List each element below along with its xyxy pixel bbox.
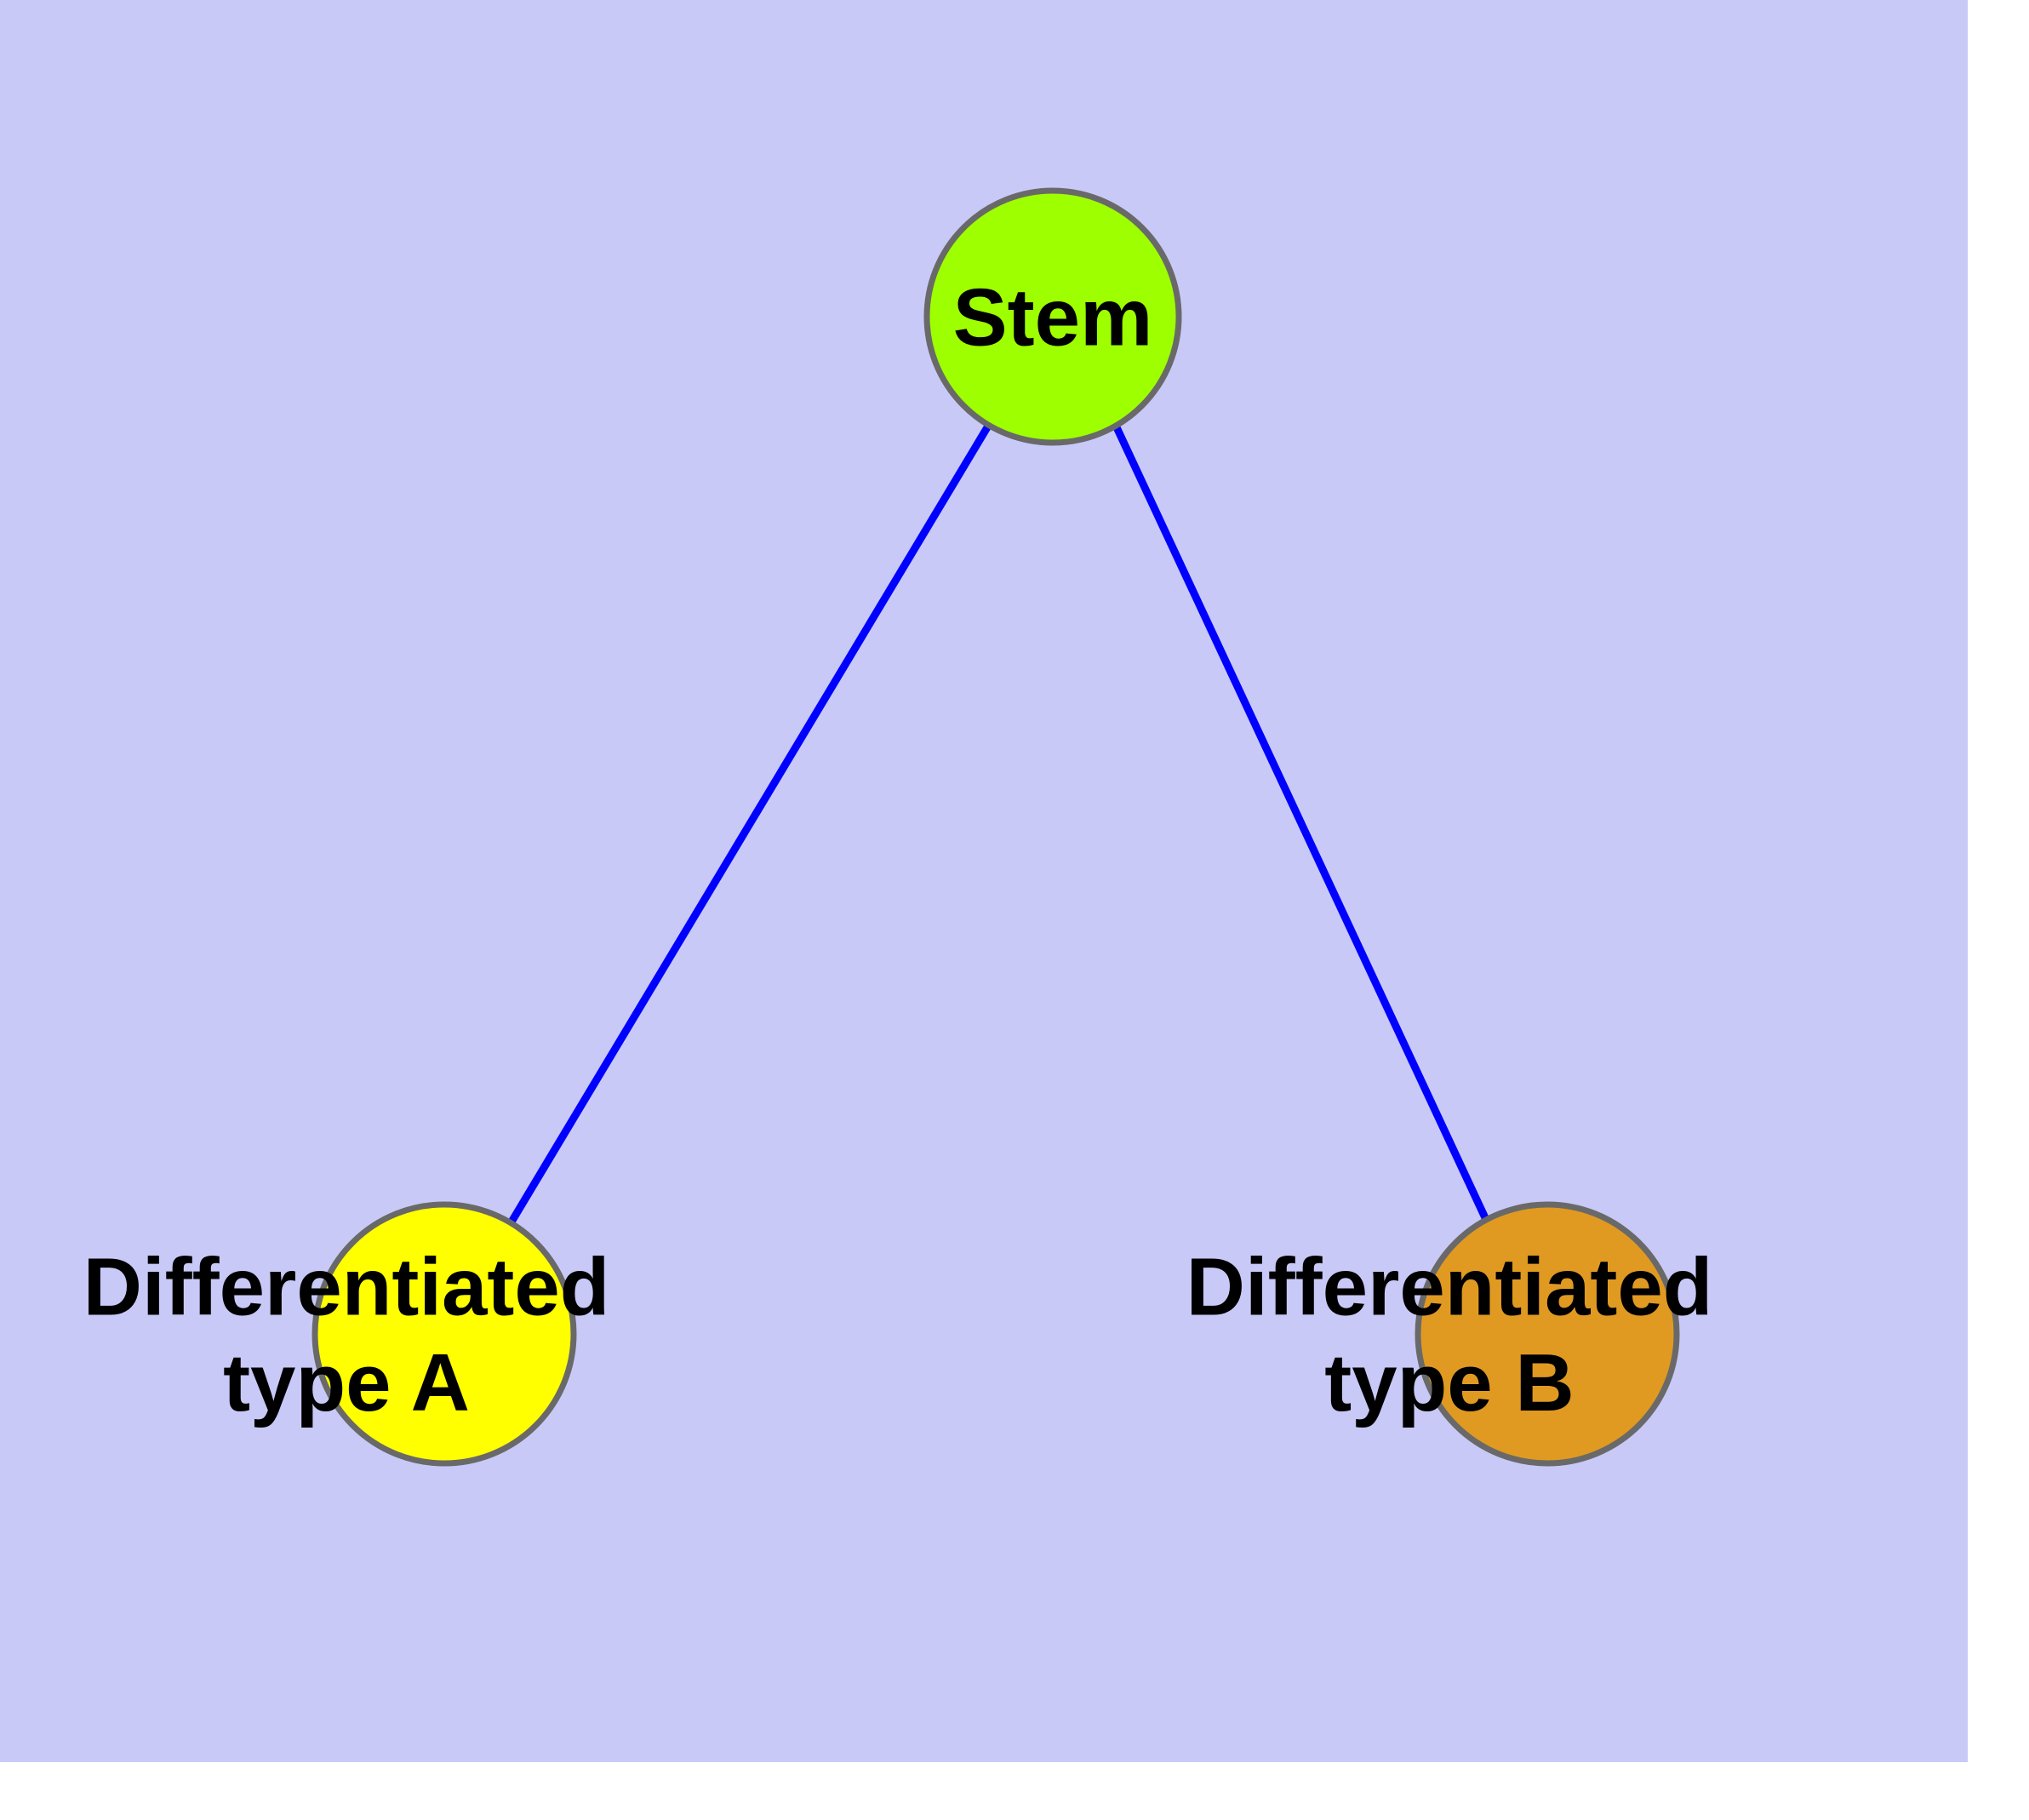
node-label-line: Stem [953, 272, 1153, 363]
graph-edge [1112, 426, 1492, 1225]
graph-node-diff_a[interactable] [311, 1201, 577, 1467]
graph-node-diff_b[interactable] [1415, 1201, 1680, 1467]
graph-edge [507, 425, 991, 1226]
graph-node-stem[interactable] [923, 187, 1182, 446]
nodes-layer [311, 187, 1680, 1467]
node-label-line: Differentiated [1186, 1241, 1713, 1332]
edges-layer [507, 425, 1492, 1226]
node-label-line: Differentiated [83, 1241, 610, 1332]
node-label-line: type A [223, 1337, 470, 1428]
node-label-stem: Stem [953, 272, 1153, 363]
node-label-line: type B [1324, 1337, 1574, 1428]
